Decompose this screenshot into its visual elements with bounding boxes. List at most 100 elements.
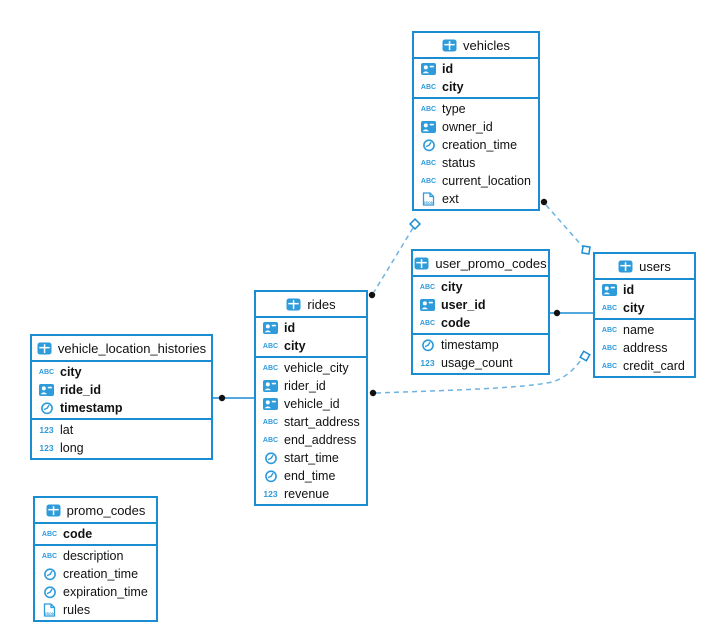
string-type-icon: ABC: [262, 364, 279, 372]
column-row-long: 123 long: [32, 439, 211, 457]
column-row-id: id: [595, 281, 694, 299]
timestamp-type-icon: [41, 567, 58, 581]
column-name: city: [284, 339, 306, 353]
column-name: start_time: [284, 451, 339, 465]
timestamp-type-icon: [38, 401, 55, 415]
column-name: lat: [60, 423, 74, 437]
table-header: vehicles: [414, 33, 538, 59]
table-name: vehicle_location_histories: [57, 340, 207, 356]
column-row-current_location: ABC current_location: [414, 172, 538, 190]
table-icon: [37, 342, 52, 355]
column-row-code: ABC code: [413, 314, 548, 332]
column-row-creation_time: creation_time: [414, 136, 538, 154]
column-name: vehicle_id: [284, 397, 340, 411]
column-row-ride_id: ride_id: [32, 381, 211, 399]
table-name: users: [639, 258, 671, 274]
relationship-line-vehicles-users: [545, 204, 584, 248]
table-header: rides: [256, 292, 366, 318]
table-icon: [46, 504, 61, 517]
column-name: timestamp: [60, 401, 123, 415]
string-type-icon: ABC: [419, 283, 436, 291]
column-name: credit_card: [623, 359, 685, 373]
column-name: creation_time: [442, 138, 518, 152]
string-type-icon: ABC: [41, 552, 58, 560]
string-type-icon: ABC: [262, 342, 279, 350]
column-name: start_address: [284, 415, 360, 429]
json-type-icon: JSON: [420, 192, 437, 206]
column-row-rider_id: rider_id: [256, 377, 366, 395]
column-name: long: [60, 441, 84, 455]
relationship-dot-marker: [540, 198, 548, 206]
column-name: creation_time: [63, 567, 139, 581]
string-type-icon: ABC: [420, 83, 437, 91]
uuid-type-icon: [262, 380, 279, 392]
svg-text:JSON: JSON: [423, 201, 434, 205]
relationship-diamond-marker: [408, 217, 422, 231]
column-name: id: [623, 283, 635, 297]
column-name: current_location: [442, 174, 531, 188]
uuid-type-icon: [601, 284, 618, 296]
column-row-city: ABC city: [256, 337, 366, 355]
relationship-diamond-marker: [579, 350, 591, 362]
column-name: city: [623, 301, 645, 315]
column-row-timestamp: timestamp: [32, 399, 211, 417]
string-type-icon: ABC: [419, 319, 436, 327]
string-type-icon: ABC: [601, 344, 618, 352]
column-row-city: ABC city: [414, 78, 538, 96]
uuid-type-icon: [262, 398, 279, 410]
table-header: vehicle_location_histories: [32, 336, 211, 362]
uuid-type-icon: [420, 121, 437, 133]
column-name: timestamp: [441, 338, 499, 352]
column-name: rider_id: [284, 379, 326, 393]
column-name: ext: [442, 192, 459, 206]
table-header: user_promo_codes: [413, 251, 548, 277]
column-row-start_time: start_time: [256, 449, 366, 467]
table-icon: [442, 39, 457, 52]
column-row-user_id: user_id: [413, 296, 548, 314]
relationship-diamond-marker: [581, 245, 591, 255]
timestamp-type-icon: [262, 451, 279, 465]
column-name: owner_id: [442, 120, 493, 134]
column-name: code: [441, 316, 471, 330]
column-row-id: id: [256, 319, 366, 337]
relationship-dot-marker: [368, 291, 376, 299]
column-name: revenue: [284, 487, 330, 501]
number-type-icon: 123: [39, 443, 54, 453]
column-row-owner_id: owner_id: [414, 118, 538, 136]
column-name: city: [442, 80, 464, 94]
number-type-icon: 123: [420, 358, 435, 368]
uuid-type-icon: [419, 299, 436, 311]
column-name: id: [442, 62, 454, 76]
string-type-icon: ABC: [420, 177, 437, 185]
column-row-timestamp: timestamp: [413, 336, 548, 354]
